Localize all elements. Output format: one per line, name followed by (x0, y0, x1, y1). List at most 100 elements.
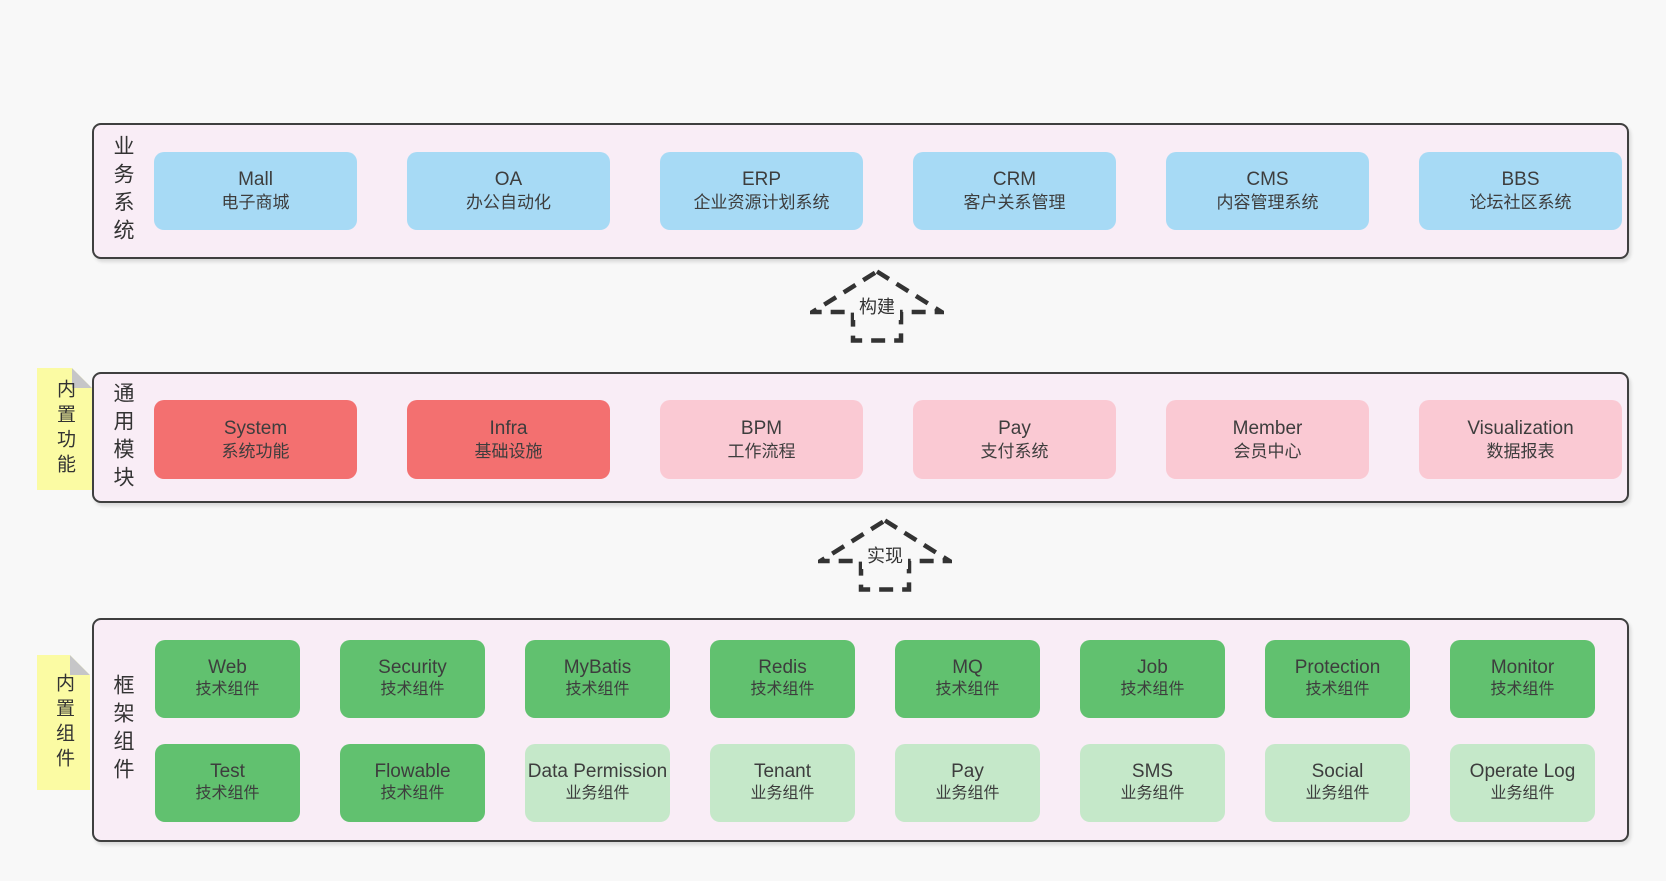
panel-business-systems: 业务系统 Mall 电子商城 OA 办公自动化 ERP 企业资源计划系统 CRM… (92, 123, 1629, 259)
box-desc: 办公自动化 (466, 193, 551, 212)
box-oa: OA 办公自动化 (407, 152, 610, 230)
box-name: Data Permission (527, 761, 668, 782)
box-tenant: Tenant 业务组件 (710, 744, 855, 822)
box-name: BBS (1501, 169, 1540, 190)
box-desc: 业务组件 (935, 785, 1000, 802)
box-name: Redis (758, 657, 807, 678)
box-name: MyBatis (563, 657, 632, 678)
box-name: Social (1311, 761, 1364, 782)
box-desc: 技术组件 (195, 681, 260, 698)
box-desc: 业务组件 (750, 785, 815, 802)
box-name: Flowable (374, 761, 451, 782)
box-name: CMS (1246, 169, 1289, 190)
box-web: Web 技术组件 (155, 640, 300, 718)
box-operate-log: Operate Log 业务组件 (1450, 744, 1595, 822)
box-desc: 技术组件 (380, 785, 445, 802)
box-name: SMS (1131, 761, 1174, 782)
sticky-note-builtin-features: 内置功能 (37, 368, 92, 490)
box-protection: Protection 技术组件 (1265, 640, 1410, 718)
box-name: Pay (998, 417, 1031, 439)
box-desc: 会员中心 (1233, 441, 1302, 461)
box-crm: CRM 客户关系管理 (913, 152, 1116, 230)
up-block-arrow-icon (810, 269, 944, 343)
box-name: Infra (489, 417, 528, 439)
arrow-label: 构建 (854, 292, 900, 320)
box-name: Test (210, 761, 245, 782)
box-name: Member (1232, 417, 1303, 439)
arrow-label: 实现 (862, 541, 908, 569)
box-name: Protection (1294, 657, 1381, 678)
box-desc: 技术组件 (1490, 681, 1555, 698)
box-erp: ERP 企业资源计划系统 (660, 152, 863, 230)
box-data-permission: Data Permission 业务组件 (525, 744, 670, 822)
box-name: Monitor (1490, 657, 1555, 678)
box-bbs: BBS 论坛社区系统 (1419, 152, 1622, 230)
box-desc: 技术组件 (1120, 681, 1185, 698)
box-desc: 业务组件 (1120, 785, 1185, 802)
box-desc: 业务组件 (1490, 785, 1555, 802)
box-name: Web (208, 657, 247, 678)
box-desc: 论坛社区系统 (1469, 193, 1572, 212)
arrow-build: 构建 (810, 269, 944, 343)
box-mall: Mall 电子商城 (154, 152, 357, 230)
box-desc: 工作流程 (727, 441, 796, 461)
box-name: Security (378, 657, 447, 678)
box-pay-system: Pay 支付系统 (913, 400, 1116, 479)
box-name: Job (1137, 657, 1168, 678)
up-block-arrow-icon (818, 518, 952, 592)
box-desc: 技术组件 (750, 681, 815, 698)
business-systems-row: Mall 电子商城 OA 办公自动化 ERP 企业资源计划系统 CRM 客户关系… (154, 152, 1622, 230)
box-monitor: Monitor 技术组件 (1450, 640, 1595, 718)
common-modules-row: System 系统功能 Infra 基础设施 BPM 工作流程 Pay 支付系统… (154, 400, 1622, 479)
box-name: Tenant (753, 761, 812, 782)
box-desc: 内容管理系统 (1216, 193, 1319, 212)
sticky-note-builtin-components: 内置组件 (37, 655, 90, 790)
box-member: Member 会员中心 (1166, 400, 1369, 479)
box-job: Job 技术组件 (1080, 640, 1225, 718)
box-sms: SMS 业务组件 (1080, 744, 1225, 822)
panel-title: 框架组件 (111, 674, 134, 786)
box-flowable: Flowable 技术组件 (340, 744, 485, 822)
box-desc: 电子商城 (221, 193, 290, 212)
box-desc: 业务组件 (565, 785, 630, 802)
box-social: Social 业务组件 (1265, 744, 1410, 822)
box-desc: 业务组件 (1305, 785, 1370, 802)
box-infra: Infra 基础设施 (407, 400, 610, 479)
box-desc: 技术组件 (935, 681, 1000, 698)
box-cms: CMS 内容管理系统 (1166, 152, 1369, 230)
box-bpm: BPM 工作流程 (660, 400, 863, 479)
box-name: ERP (741, 169, 782, 190)
box-name: OA (494, 169, 523, 190)
box-desc: 企业资源计划系统 (693, 193, 830, 212)
box-name: System (223, 417, 288, 439)
box-desc: 技术组件 (1305, 681, 1370, 698)
panel-title: 业务系统 (111, 135, 134, 247)
framework-row-1: Web 技术组件 Security 技术组件 MyBatis 技术组件 Redi… (155, 640, 1595, 718)
box-desc: 客户关系管理 (963, 193, 1066, 212)
box-name: CRM (992, 169, 1037, 190)
framework-row-2: Test 技术组件 Flowable 技术组件 Data Permission … (155, 744, 1595, 822)
panel-title: 通用模块 (111, 381, 134, 494)
box-desc: 支付系统 (980, 441, 1049, 461)
box-desc: 数据报表 (1486, 441, 1555, 461)
box-security: Security 技术组件 (340, 640, 485, 718)
box-mybatis: MyBatis 技术组件 (525, 640, 670, 718)
box-name: Visualization (1467, 417, 1574, 439)
box-desc: 技术组件 (380, 681, 445, 698)
box-mq: MQ 技术组件 (895, 640, 1040, 718)
box-desc: 技术组件 (195, 785, 260, 802)
sticky-label: 内置功能 (54, 379, 75, 479)
arrow-implement: 实现 (818, 518, 952, 592)
panel-common-modules: 通用模块 System 系统功能 Infra 基础设施 BPM 工作流程 Pay… (92, 372, 1629, 503)
box-visualization: Visualization 数据报表 (1419, 400, 1622, 479)
box-name: Pay (951, 761, 984, 782)
box-desc: 系统功能 (221, 441, 290, 461)
box-redis: Redis 技术组件 (710, 640, 855, 718)
panel-framework-components: 框架组件 Web 技术组件 Security 技术组件 MyBatis 技术组件… (92, 618, 1629, 842)
box-desc: 基础设施 (474, 441, 543, 461)
box-desc: 技术组件 (565, 681, 630, 698)
box-name: Mall (238, 169, 273, 190)
box-name: MQ (952, 657, 983, 678)
box-pay-component: Pay 业务组件 (895, 744, 1040, 822)
